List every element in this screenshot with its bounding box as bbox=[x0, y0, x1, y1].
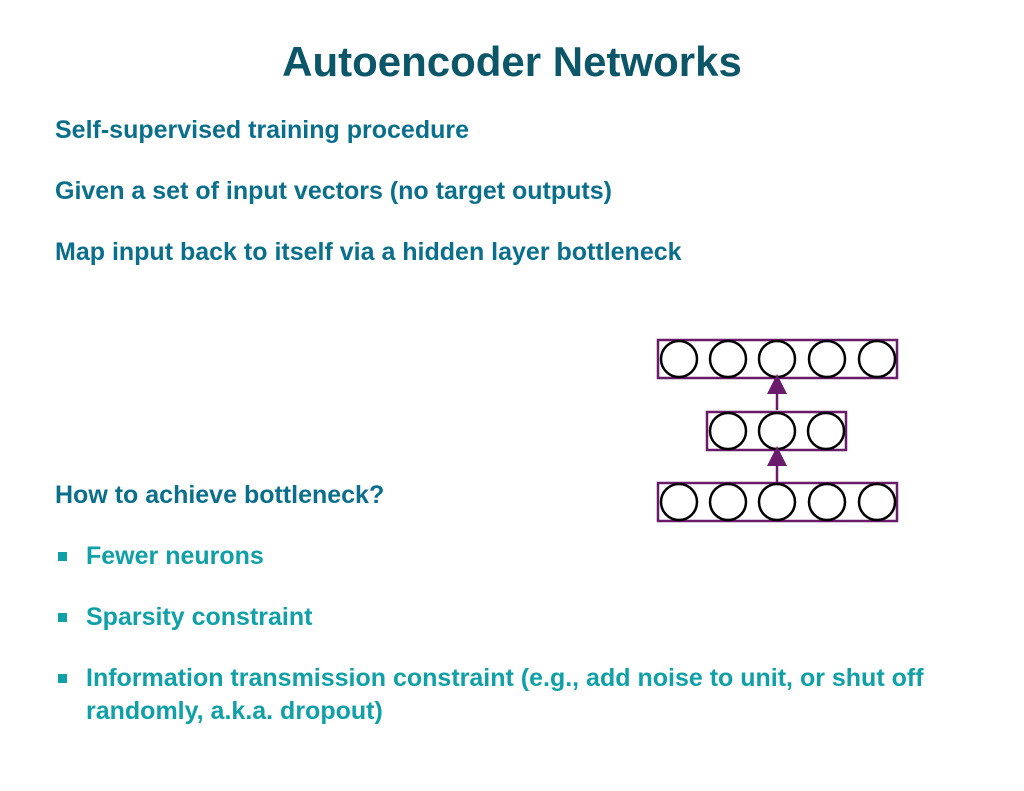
input-layer bbox=[656, 481, 899, 523]
input-unit bbox=[757, 482, 797, 522]
output-unit bbox=[807, 339, 847, 379]
bullet-fewer-neurons: Fewer neurons bbox=[55, 540, 966, 573]
bullet-information-transmission: Information transmission constraint (e.g… bbox=[55, 662, 966, 728]
output-unit bbox=[659, 339, 699, 379]
line-input-vectors: Given a set of input vectors (no target … bbox=[55, 177, 612, 205]
output-unit bbox=[857, 339, 897, 379]
bottleneck-methods-list: Fewer neurons Sparsity constraint Inform… bbox=[55, 540, 966, 756]
input-unit bbox=[857, 482, 897, 522]
output-unit bbox=[708, 339, 748, 379]
input-unit bbox=[708, 482, 748, 522]
hidden-layer bbox=[705, 410, 848, 452]
slide-title: Autoencoder Networks bbox=[282, 38, 742, 85]
output-unit bbox=[757, 339, 797, 379]
input-unit bbox=[807, 482, 847, 522]
input-unit bbox=[659, 482, 699, 522]
autoencoder-diagram bbox=[656, 338, 899, 523]
hidden-unit bbox=[757, 411, 797, 451]
line-map-input: Map input back to itself via a hidden la… bbox=[55, 238, 682, 266]
line-self-supervised: Self-supervised training procedure bbox=[55, 116, 469, 144]
hidden-unit bbox=[806, 411, 846, 451]
bottleneck-question: How to achieve bottleneck? bbox=[55, 481, 385, 509]
hidden-unit bbox=[708, 411, 748, 451]
output-layer bbox=[656, 338, 899, 380]
bullet-sparsity: Sparsity constraint bbox=[55, 601, 966, 634]
